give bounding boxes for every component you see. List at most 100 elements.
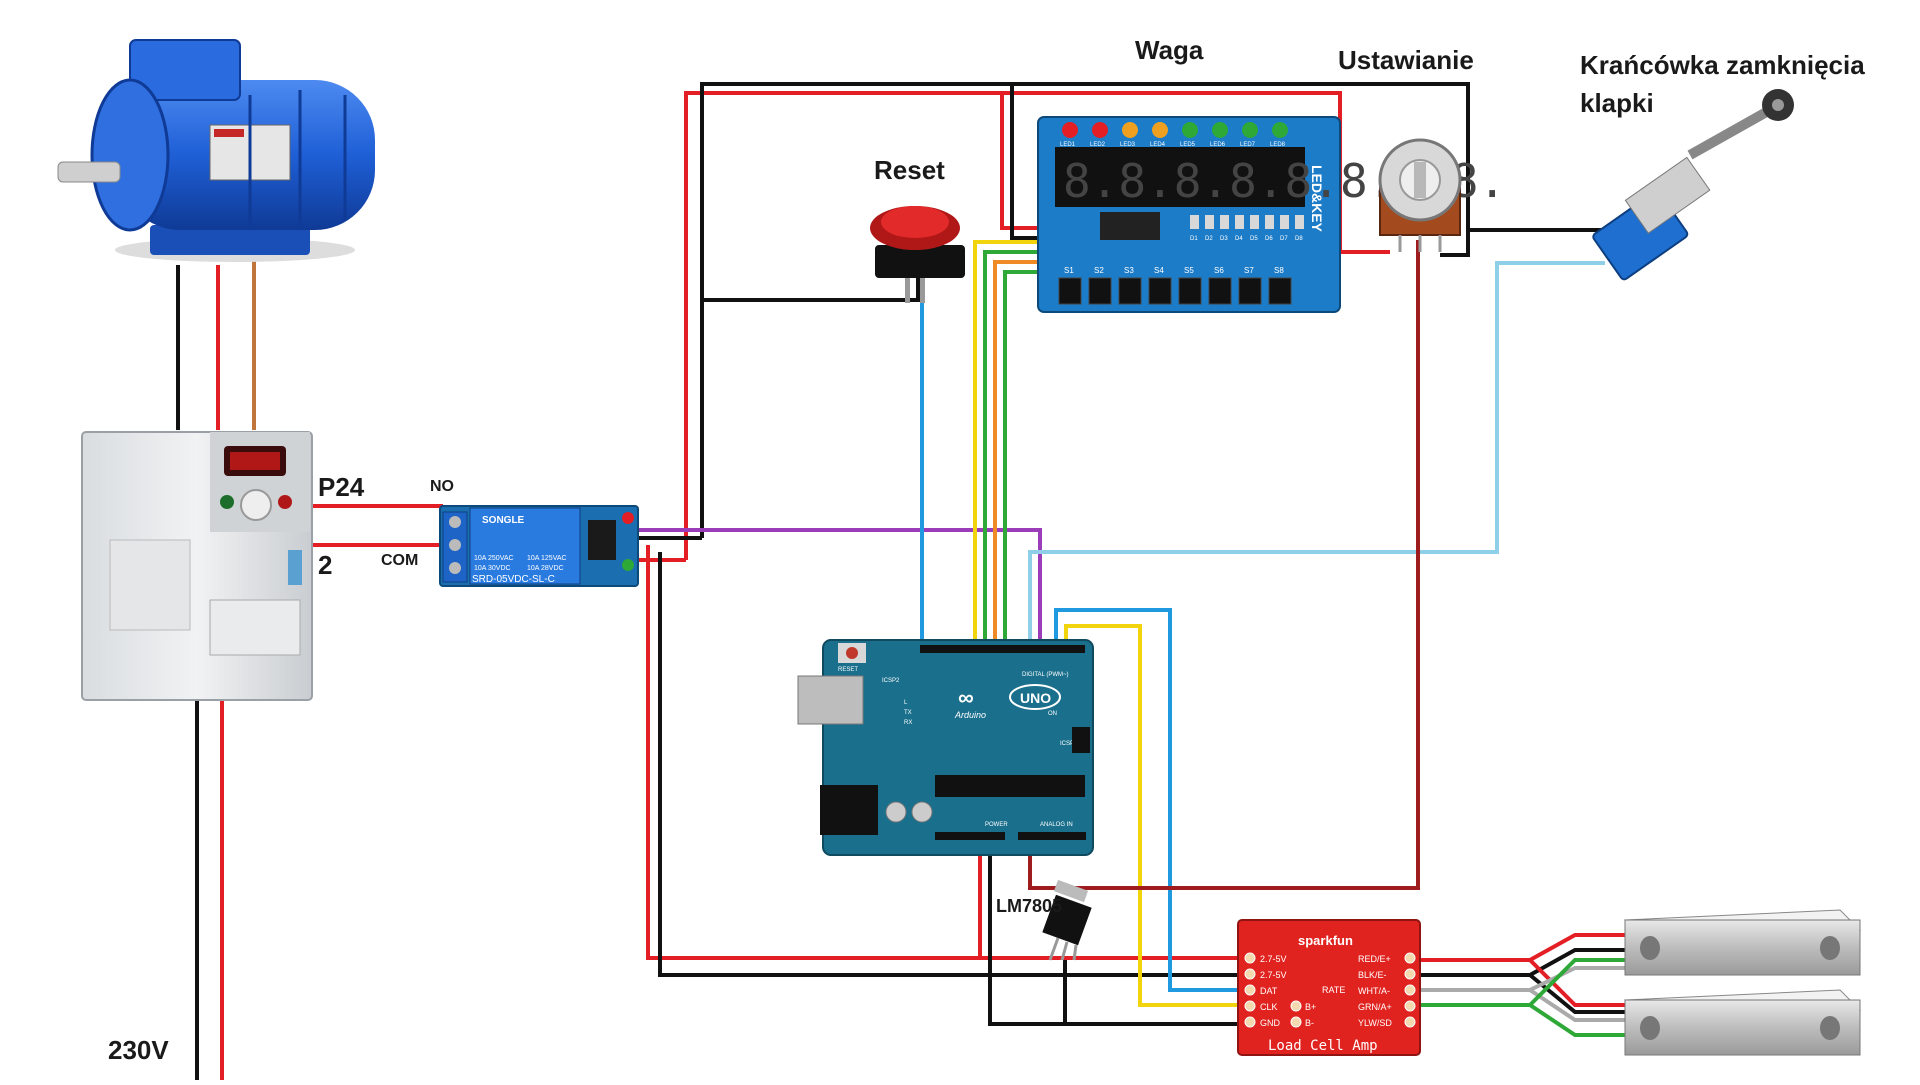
hx711-load-cell-amp: sparkfun RATE Load Cell Amp 2.7-5V2.7-5V…: [1237, 919, 1421, 1056]
ledkey-button-s5: [1178, 277, 1202, 305]
label-no: NO: [430, 478, 454, 495]
relay-rating-3: 10A 30VDC: [474, 565, 511, 572]
hx711-left-pin-label-3: DAT: [1260, 986, 1278, 996]
reset-button-component: [870, 206, 965, 303]
electric-motor: [57, 39, 375, 262]
wire-black-hx711-gnd: [658, 552, 1240, 977]
resistor-4: [1235, 215, 1244, 229]
resistor-6: [1265, 215, 1274, 229]
wire-black-bus-top: [700, 82, 1470, 538]
hx711-right-pin-3: [1404, 984, 1416, 996]
wire-orange-dio: [993, 260, 1040, 648]
hx711-left-pin-1: [1244, 952, 1256, 964]
ledkey-button-s3: [1118, 277, 1142, 305]
hx711-left-pin-label-2: 2.7-5V: [1260, 970, 1287, 980]
resistor-2: [1205, 215, 1214, 229]
label-ustawianie: Ustawianie: [1338, 45, 1474, 75]
hx711-left-pin-3: [1244, 984, 1256, 996]
led-1: [1062, 122, 1078, 138]
wire-blue-dat: [1054, 608, 1240, 992]
resistor-7: [1280, 215, 1289, 229]
arduino-analog-label: ANALOG IN: [1040, 822, 1073, 828]
ledkey-button-s6: [1208, 277, 1232, 305]
ledkey-button-s7: [1238, 277, 1262, 305]
label-waga: Waga: [1135, 35, 1204, 65]
label-p24: P24: [318, 472, 365, 502]
wires-loadcell: [1418, 933, 1625, 1037]
led-label-7: LED7: [1240, 142, 1256, 148]
hx711-title: Load Cell Amp: [1268, 1038, 1378, 1054]
hx711-mid-pin-label-1: B+: [1305, 1002, 1316, 1012]
relay-rating-4: 10A 28VDC: [527, 565, 564, 572]
arduino-rx-label: RX: [904, 720, 912, 726]
led-label-6: LED6: [1210, 142, 1226, 148]
arduino-icsp2-label: ICSP2: [882, 678, 900, 684]
label-limit-switch-2: klapki: [1580, 88, 1654, 118]
hx711-right-pin-2: [1404, 968, 1416, 980]
ledkey-button-s8: [1268, 277, 1292, 305]
arduino-on-label: ON: [1048, 711, 1057, 717]
hx711-right-pin-label-4: GRN/A+: [1358, 1002, 1392, 1012]
relay-module: SONGLE 10A 250VAC 10A 125VAC 10A 30VDC 1…: [439, 505, 639, 587]
label-reset: Reset: [874, 155, 945, 185]
wire-green-clk: [983, 250, 1040, 648]
hx711-right-pin-label-2: BLK/E-: [1358, 970, 1387, 980]
label-lm7805: LM7805: [996, 896, 1063, 916]
button-label-s1: S1: [1064, 266, 1074, 275]
diode-label-7: D7: [1280, 236, 1288, 242]
hx711-right-pin-label-5: YLW/SD: [1358, 1018, 1392, 1028]
button-label-s4: S4: [1154, 266, 1164, 275]
load-cell-2: [1623, 989, 1862, 1056]
hx711-brand: sparkfun: [1298, 933, 1353, 948]
led-3: [1122, 122, 1138, 138]
relay-model: SRD-05VDC-SL-C: [472, 574, 555, 585]
label-com: COM: [381, 552, 419, 569]
wire-red-bus-top: [684, 91, 1002, 560]
hx711-right-pin-1: [1404, 952, 1416, 964]
hx711-left-pin-4: [1244, 1000, 1256, 1012]
diode-label-2: D2: [1205, 236, 1213, 242]
label-230v: 230V: [108, 1035, 169, 1065]
hx711-mid-pin-1: [1290, 1000, 1302, 1012]
arduino-icsp-label: ICSP: [1060, 741, 1074, 747]
arduino-digital-label: DIGITAL (PWM~): [1022, 672, 1069, 678]
ledkey-button-s1: [1058, 277, 1082, 305]
relay-brand: SONGLE: [482, 515, 525, 526]
arduino-power-label: POWER: [985, 822, 1008, 828]
wire-red-ledkey: [1000, 93, 1040, 230]
arduino-l-label: L: [904, 700, 908, 706]
diode-label-5: D5: [1250, 236, 1258, 242]
button-label-s5: S5: [1184, 266, 1194, 275]
hx711-right-pin-5: [1404, 1016, 1416, 1028]
resistor-8: [1295, 215, 1304, 229]
wires: [176, 82, 1625, 1080]
arduino-reset-label: RESET: [838, 667, 858, 673]
diode-label-3: D3: [1220, 236, 1228, 242]
button-label-s6: S6: [1214, 266, 1224, 275]
wire-lightblue-limit: [1028, 261, 1605, 645]
ledkey-label: LED&KEY: [1309, 165, 1325, 233]
label-limit-switch: Krańcówka zamknięcia: [1580, 50, 1865, 80]
resistor-1: [1190, 215, 1199, 229]
arduino-tx-label: TX: [904, 710, 912, 716]
hx711-mid-pin-label-2: B-: [1305, 1018, 1314, 1028]
wire-yellow-clk: [1064, 624, 1240, 1007]
led-4: [1152, 122, 1168, 138]
led-8: [1272, 122, 1288, 138]
led-7: [1242, 122, 1258, 138]
hx711-left-pin-5: [1244, 1016, 1256, 1028]
frequency-inverter: [81, 431, 313, 701]
hx711-right-pin-4: [1404, 1000, 1416, 1012]
led-6: [1212, 122, 1228, 138]
led-label-3: LED3: [1120, 142, 1136, 148]
label-terminal-2: 2: [318, 550, 333, 580]
wire-black-reset: [702, 278, 920, 302]
led-2: [1092, 122, 1108, 138]
ledkey-button-s2: [1088, 277, 1112, 305]
hx711-mid-pin-2: [1290, 1016, 1302, 1028]
hx711-left-pin-label-4: CLK: [1260, 1002, 1278, 1012]
wire-yellow-stb: [973, 240, 1040, 648]
relay-rating-1: 10A 250VAC: [474, 555, 514, 562]
